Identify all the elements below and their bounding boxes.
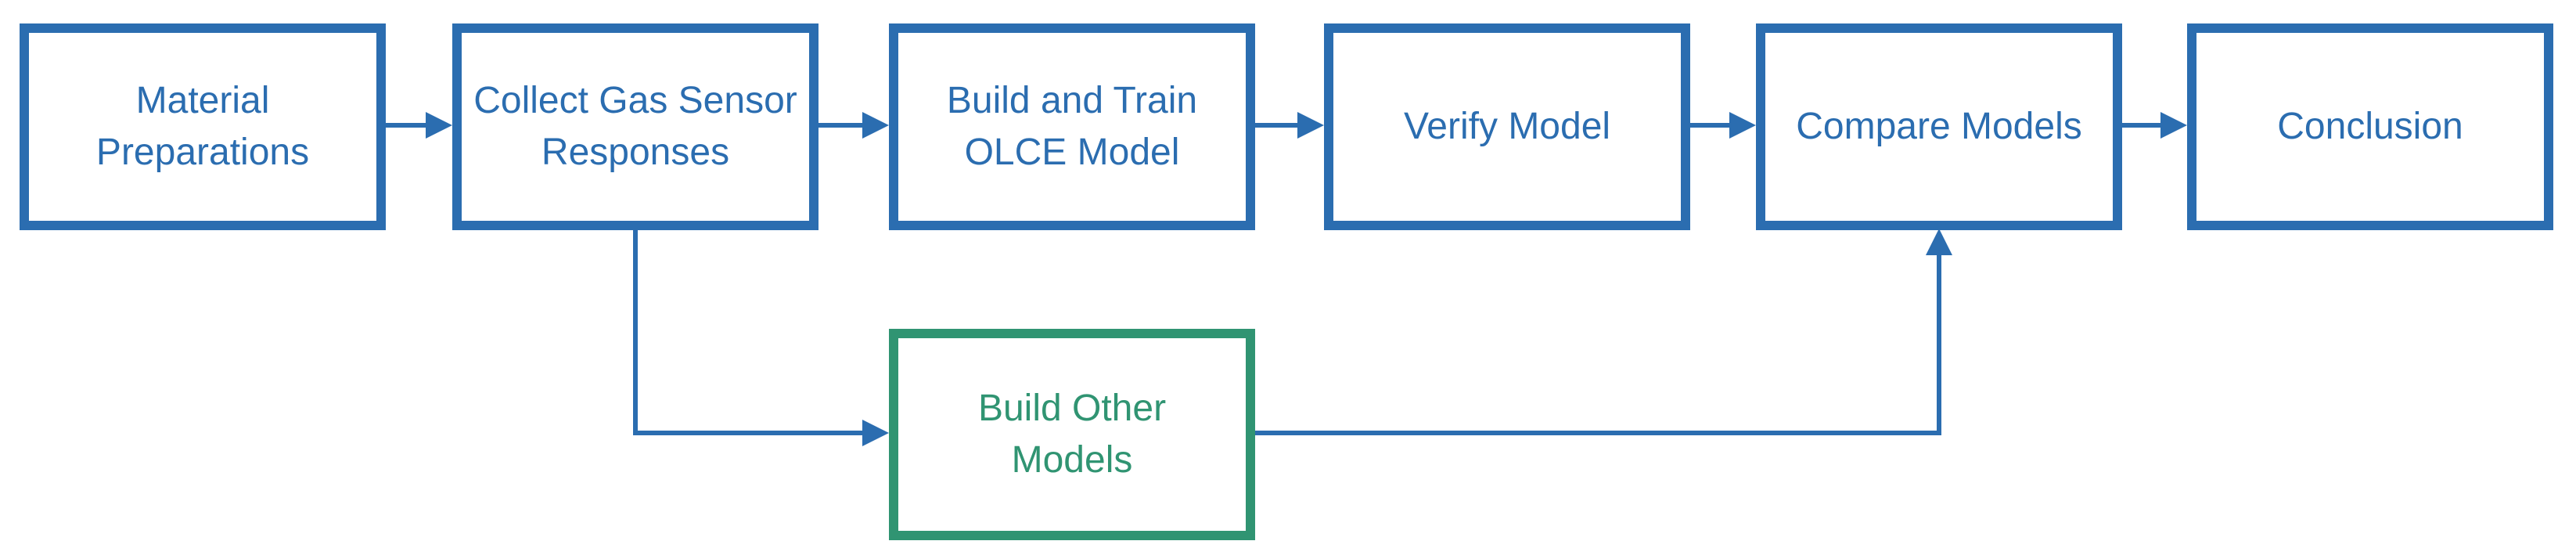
node-conclusion: Conclusion <box>2187 23 2553 230</box>
node-label: Conclusion <box>2277 106 2463 147</box>
node-build-and-train-olce-model: Build and Train OLCE Model <box>889 23 1255 230</box>
node-label: Collect Gas Sensor Responses <box>473 80 797 173</box>
node-label: Build and Train OLCE Model <box>946 80 1198 173</box>
node-label: Build Other Models <box>977 388 1167 481</box>
node-verify-model: Verify Model <box>1324 23 1690 230</box>
arrowhead-right-icon <box>862 420 889 446</box>
node-compare-models: Compare Models <box>1756 23 2122 230</box>
arrowhead-up-icon <box>1926 229 1952 255</box>
connector-line <box>1255 431 1941 435</box>
connector-line <box>2122 123 2164 128</box>
connector-line <box>386 123 429 128</box>
connector-line <box>1255 123 1301 128</box>
connector-line <box>633 230 638 435</box>
node-label: Compare Models <box>1796 106 2082 147</box>
arrowhead-right-icon <box>862 112 889 139</box>
arrowhead-right-icon <box>1297 112 1324 139</box>
connector-line <box>633 431 862 435</box>
node-collect-gas-sensor-responses: Collect Gas Sensor Responses <box>452 23 818 230</box>
connector-line <box>818 123 865 128</box>
arrowhead-right-icon <box>426 112 452 139</box>
node-label: Verify Model <box>1403 106 1611 147</box>
arrowhead-right-icon <box>2160 112 2187 139</box>
node-label: Material Preparations <box>95 80 310 173</box>
node-build-other-models: Build Other Models <box>889 329 1255 540</box>
node-material-preparations: Material Preparations <box>20 23 386 230</box>
connector-line <box>1937 252 1941 435</box>
arrowhead-right-icon <box>1729 112 1756 139</box>
connector-line <box>1690 123 1732 128</box>
